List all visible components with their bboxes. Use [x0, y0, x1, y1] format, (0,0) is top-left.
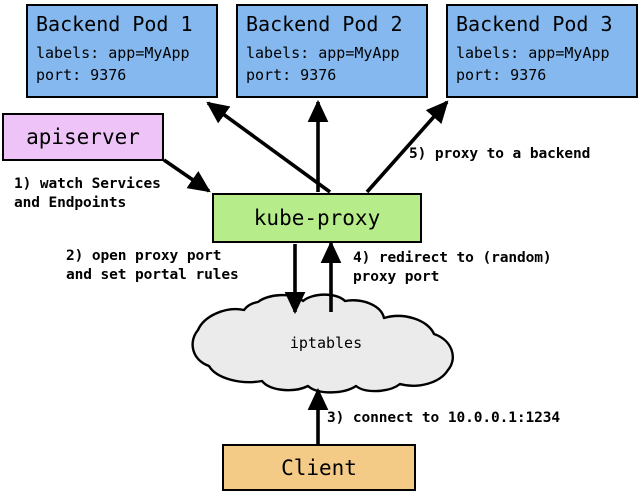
- edge-label-step-1: 1) watch Services and Endpoints: [14, 176, 161, 211]
- pod-1-details: labels: app=MyApp port: 9376: [36, 42, 216, 86]
- node-apiserver[interactable]: apiserver: [2, 113, 164, 161]
- iptables-label: iptables: [289, 334, 363, 352]
- edge-label-step-2: 2) open proxy port and set portal rules: [66, 248, 239, 283]
- edge-label-step-5: 5) proxy to a backend: [409, 146, 591, 162]
- apiserver-label: apiserver: [26, 125, 140, 149]
- pod-2-labels: labels: app=MyApp: [246, 44, 400, 62]
- pod-3-details: labels: app=MyApp port: 9376: [456, 42, 636, 86]
- node-backend-pod-1[interactable]: Backend Pod 1 labels: app=MyApp port: 93…: [26, 4, 218, 98]
- pod-1-title: Backend Pod 1: [36, 12, 193, 36]
- iptables-cloud-shape: [191, 293, 454, 394]
- edge-label-step-4: 4) redirect to (random) proxy port: [353, 250, 552, 285]
- edge-kubeproxy-to-pod-3: [365, 100, 449, 194]
- pod-2-title: Backend Pod 2: [246, 12, 403, 36]
- node-kube-proxy[interactable]: kube-proxy: [212, 193, 422, 243]
- pod-1-labels: labels: app=MyApp: [36, 44, 190, 62]
- pod-3-title: Backend Pod 3: [456, 12, 613, 36]
- node-iptables[interactable]: iptables: [186, 296, 466, 394]
- node-backend-pod-3[interactable]: Backend Pod 3 labels: app=MyApp port: 93…: [446, 4, 638, 98]
- pod-2-port: port: 9376: [246, 66, 337, 84]
- pod-1-port: port: 9376: [36, 66, 127, 84]
- node-backend-pod-2[interactable]: Backend Pod 2 labels: app=MyApp port: 93…: [236, 4, 428, 98]
- pod-3-port: port: 9376: [456, 66, 547, 84]
- kube-proxy-label: kube-proxy: [253, 206, 381, 230]
- node-client[interactable]: Client: [222, 444, 416, 491]
- client-label: Client: [281, 455, 357, 480]
- edge-apiserver-to-kubeproxy: [162, 158, 211, 193]
- edge-label-step-3: 3) connect to 10.0.0.1:1234: [327, 410, 561, 426]
- pod-2-details: labels: app=MyApp port: 9376: [246, 42, 426, 86]
- edge-kubeproxy-to-pod-1: [206, 101, 332, 194]
- pod-3-labels: labels: app=MyApp: [456, 44, 610, 62]
